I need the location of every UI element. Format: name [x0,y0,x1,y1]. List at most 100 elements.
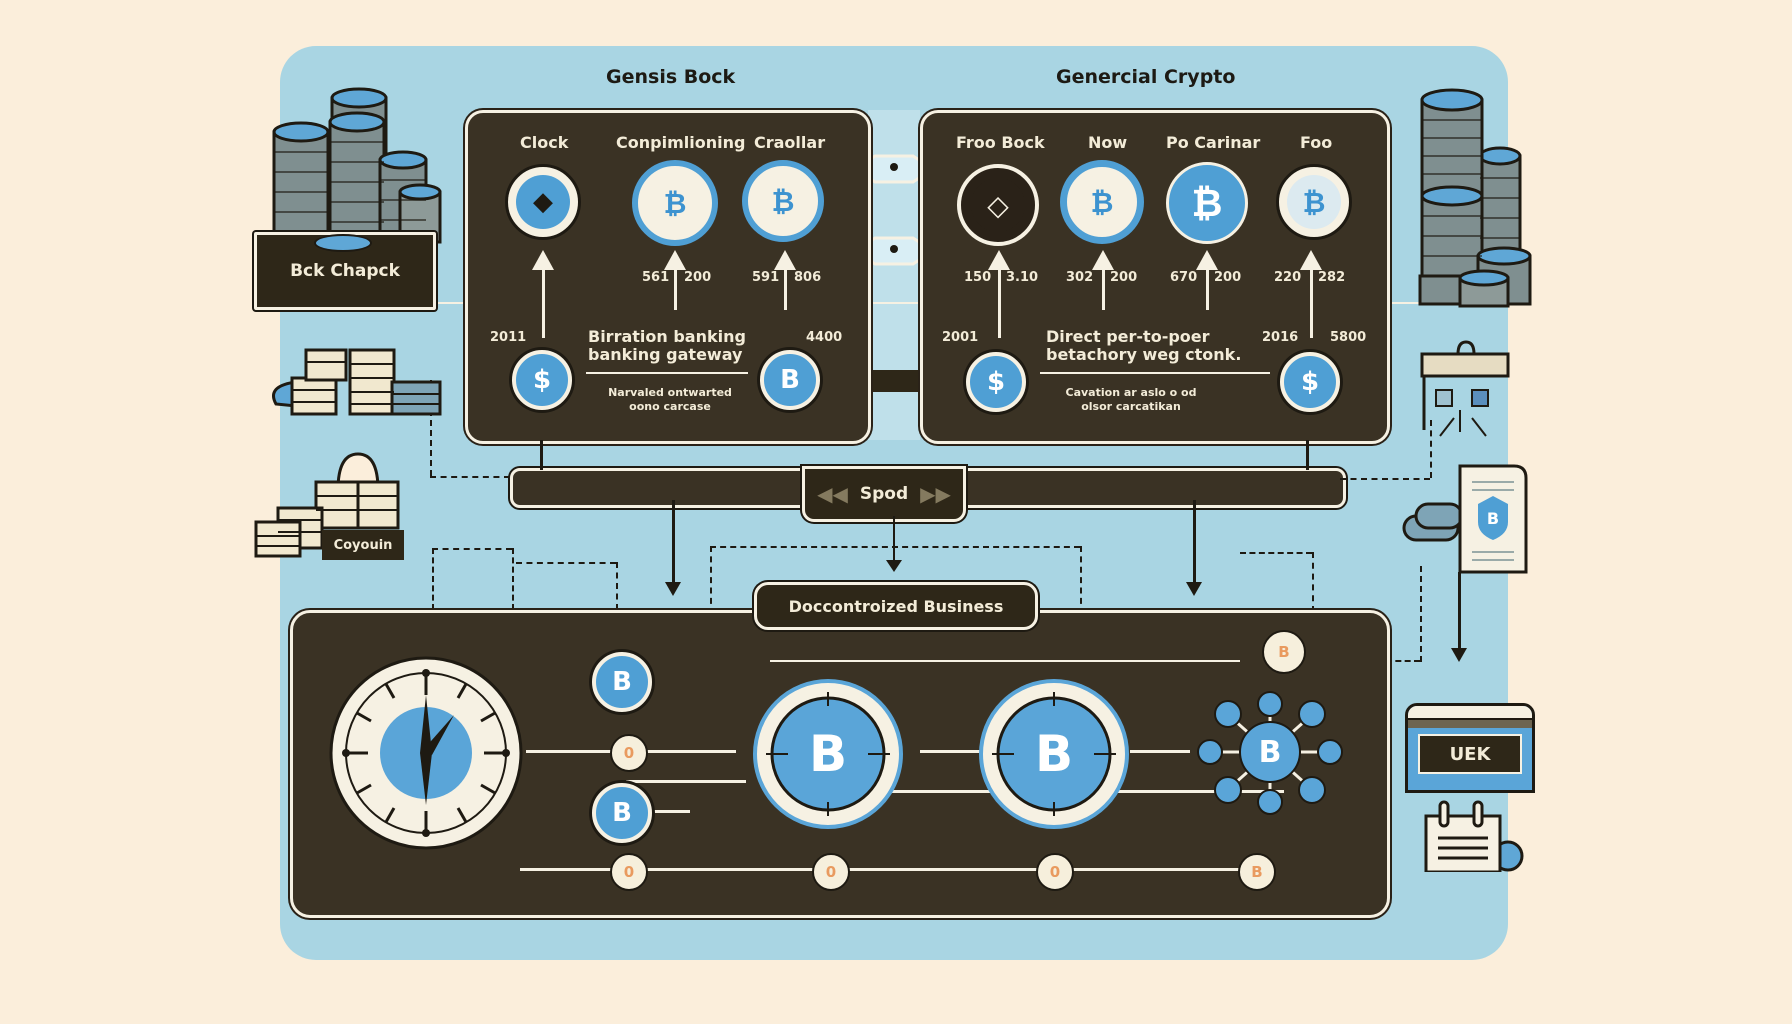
dashed-connector [1312,552,1314,612]
column-label: Foo [1300,133,1333,152]
dashed-connector [1340,478,1430,480]
bitcoin-symbol: B [1034,725,1074,783]
bitcoin-coin-icon: B [592,652,652,712]
coin-stack-icon [254,450,404,560]
value-label: 200 [1110,270,1138,285]
value-label: 591 [752,270,780,285]
dashed-connector [430,380,432,476]
certificate-icon [1402,464,1532,574]
dashed-connector [616,562,618,610]
bitcoin-coin-icon: ₿ [1166,162,1248,244]
flow-line [626,780,746,783]
dashed-connector [516,562,616,564]
arrow-line [674,268,677,310]
orange-bitcoin-token-icon: B [1262,630,1306,674]
column-label: Now [1088,133,1128,152]
bitcoin-dial-icon [978,678,1130,830]
dashed-connector [430,476,510,478]
heading-underline [586,372,748,374]
flow-line [520,868,1240,871]
token-icon: 0 [610,734,648,772]
dollar-coin-icon: $ [512,350,572,410]
down-arrow-line [1458,572,1461,652]
value-label: 806 [794,270,822,285]
rewind-icon[interactable]: ◀◀ [817,482,848,506]
heading-underline [1040,372,1270,374]
diamond-coin-icon: ◆ [505,164,581,240]
value-label: 670 [1170,270,1198,285]
down-arrow-line [1193,500,1196,590]
coyouin-label: Coyouin [322,530,404,560]
heading-line: betachory weg ctonk. [1046,345,1242,364]
device-vent [1408,720,1532,728]
arrow-line [784,268,787,310]
token-icon: 0 [610,853,648,891]
flow-line [920,750,980,753]
heading-line: banking gateway [588,345,743,364]
arrow-line [542,268,545,338]
heading-line: Direct per-to-poer [1046,327,1210,346]
uek-label: UEK [1418,734,1522,774]
year-label: 2011 [490,330,527,345]
value-label: 561 [642,270,670,285]
bck-chapck-label: Bck Chapck [254,232,436,310]
speed-label: Spod [859,484,909,504]
fast-forward-icon[interactable]: ▶▶ [920,482,951,506]
connector-line [1306,440,1309,470]
bitcoin-progress-icon: ₿ [632,160,718,246]
heading-line: Birration banking [588,327,746,346]
year-label: 5800 [1330,330,1367,345]
column-label: Po Carinar [1166,133,1261,152]
arrow-up-icon [532,250,554,270]
year-label: 2001 [942,330,979,345]
flow-line [1084,790,1284,793]
orange-bitcoin-token-icon: B [1238,853,1276,891]
coin-stack-icon [272,80,442,250]
year-label: 2016 [1262,330,1299,345]
down-arrow-line [893,516,895,566]
bitcoin-coin-icon: B [760,350,820,410]
network-device-icon [1420,340,1512,450]
token-icon: 0 [1036,853,1074,891]
bitcoin-coin-icon: B [592,783,652,843]
arrow-line [998,268,1001,338]
arrow-up-icon [1300,250,1322,270]
coin-stack-icon [1416,86,1536,312]
connector-bar [868,370,920,392]
flow-line [630,810,690,813]
connector-line [540,440,543,470]
arrow-line [1206,268,1209,310]
panel-subtext: Cavation ar aslo o od olsor carcatikan [1046,386,1216,414]
flow-line [770,660,1240,662]
column-label: Craollar [754,133,826,152]
subtext-line: olsor carcatikan [1081,400,1181,413]
bitcoin-progress-icon: ₿ [742,160,824,242]
arrow-up-icon [774,250,796,270]
bitcoin-symbol: B [808,725,848,783]
arrow-line [1310,268,1313,338]
arrow-down-icon [886,560,902,572]
value-label: 200 [1214,270,1242,285]
flow-line [870,790,1060,793]
arrow-line [1102,268,1105,310]
coin-top-icon [314,234,372,252]
uek-device: UEK [1405,703,1535,793]
value-label: 200 [684,270,712,285]
dollar-coin-icon: $ [1280,352,1340,412]
speed-control[interactable]: ◀◀ Spod ▶▶ [802,466,966,522]
dashed-connector [710,546,1080,548]
dashed-connector [1240,552,1312,554]
notepad-icon [1424,800,1524,874]
subtext-line: oono carcase [629,400,711,413]
dashed-connector [1080,546,1082,666]
network-hub-icon [1190,680,1350,830]
general-crypto-title: Genercial Crypto [1056,66,1236,88]
device-top [1408,706,1532,720]
value-label: 302 [1066,270,1094,285]
coin-stack-icon [266,342,446,418]
bitcoin-dial-icon [752,678,904,830]
value-label: 3.10 [1006,270,1039,285]
dashed-connector [1420,566,1422,662]
column-label: Froo Bock [956,133,1045,152]
dollar-coin-icon: $ [966,352,1026,412]
